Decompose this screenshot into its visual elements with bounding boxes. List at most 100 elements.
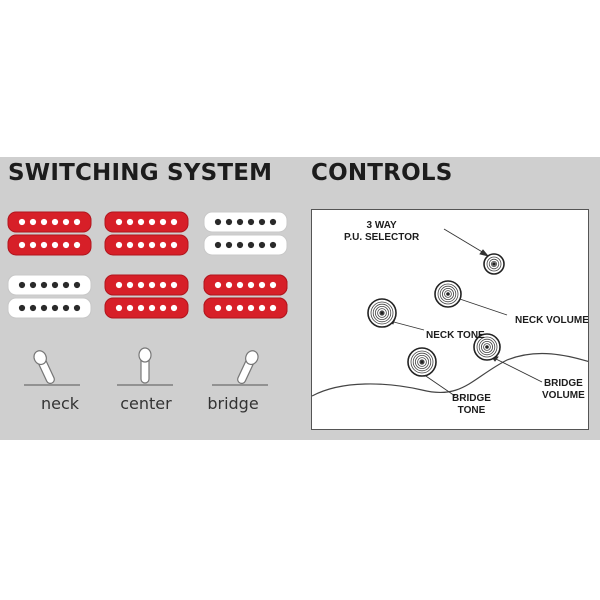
pole-piece xyxy=(137,304,145,312)
bridge-volume-knob xyxy=(473,333,501,361)
pole-piece xyxy=(170,304,178,312)
pole-piece xyxy=(159,304,167,312)
pole-piece xyxy=(258,241,266,249)
pole-piece xyxy=(18,304,26,312)
coil-center-6 xyxy=(104,297,189,319)
pole-piece xyxy=(18,241,26,249)
coil-center-1 xyxy=(104,211,189,233)
control-knobs xyxy=(367,253,505,377)
pole-piece xyxy=(62,281,70,289)
pole-piece xyxy=(115,281,123,289)
guitar-body-outline xyxy=(312,352,588,397)
pole-piece xyxy=(73,241,81,249)
coil-bridge-2 xyxy=(203,234,288,256)
pole-piece xyxy=(170,218,178,226)
bridge-tone-knob xyxy=(407,347,437,377)
pole-piece xyxy=(247,218,255,226)
pole-piece xyxy=(29,241,37,249)
pole-piece xyxy=(247,281,255,289)
bridge-volume-label-line1: BRIDGE xyxy=(543,378,583,389)
pole-piece xyxy=(29,304,37,312)
bridge-tone-label-line2: TONE xyxy=(457,405,486,416)
coil-bridge-1 xyxy=(203,211,288,233)
toggle-switches xyxy=(24,347,268,386)
pole-piece xyxy=(40,218,48,226)
coil-neck-6 xyxy=(7,297,92,319)
pole-piece xyxy=(51,281,59,289)
pole-piece xyxy=(170,241,178,249)
controls-diagram xyxy=(312,228,588,397)
pole-piece xyxy=(225,304,233,312)
pole-piece xyxy=(269,281,277,289)
pole-piece xyxy=(225,281,233,289)
pole-piece xyxy=(126,304,134,312)
pole-piece xyxy=(73,304,81,312)
switching-system-title: SWITCHING SYSTEM xyxy=(8,160,273,186)
pole-piece xyxy=(29,218,37,226)
selector-label-line1: 3 WAY xyxy=(366,220,397,231)
pickup-coils xyxy=(7,211,288,319)
coil-neck-5 xyxy=(7,274,92,296)
pole-piece xyxy=(115,304,123,312)
toggle-switch-bridge xyxy=(212,350,268,386)
pole-piece xyxy=(115,241,123,249)
pole-piece xyxy=(170,281,178,289)
position-label-bridge: bridge xyxy=(207,394,259,413)
pole-piece xyxy=(18,218,26,226)
neck-tone-label: NECK TONE xyxy=(426,330,485,341)
position-label-center: center xyxy=(120,394,172,413)
coil-neck-1 xyxy=(7,211,92,233)
pole-piece xyxy=(236,241,244,249)
pole-piece xyxy=(51,304,59,312)
pole-piece xyxy=(159,218,167,226)
pole-piece xyxy=(51,241,59,249)
neck-tone-knob xyxy=(367,298,397,328)
bridge-volume-label: BRIDGE VOLUME xyxy=(542,378,585,402)
pole-piece xyxy=(29,281,37,289)
pole-piece xyxy=(40,281,48,289)
pole-piece xyxy=(18,281,26,289)
pole-piece xyxy=(148,281,156,289)
pole-piece xyxy=(126,241,134,249)
pickup-grid xyxy=(7,211,288,386)
pole-piece xyxy=(51,218,59,226)
pole-piece xyxy=(115,218,123,226)
pole-piece xyxy=(137,218,145,226)
controls-title: CONTROLS xyxy=(311,160,453,186)
selector-label-line2: P.U. SELECTOR xyxy=(344,232,420,243)
selector-label: 3 WAY P.U. SELECTOR xyxy=(344,220,419,244)
pole-piece xyxy=(236,218,244,226)
bridge-volume-label-line2: VOLUME xyxy=(542,390,585,401)
coil-center-5 xyxy=(104,274,189,296)
pole-piece xyxy=(269,218,277,226)
toggle-switch-center xyxy=(117,347,173,386)
pole-piece xyxy=(258,218,266,226)
pole-piece xyxy=(214,281,222,289)
pole-piece xyxy=(159,241,167,249)
pole-piece xyxy=(269,304,277,312)
neck-tone-callout-line xyxy=(389,320,425,331)
pole-piece xyxy=(269,241,277,249)
selector-callout-line xyxy=(443,228,485,254)
pole-piece xyxy=(258,281,266,289)
pole-piece xyxy=(214,218,222,226)
position-label-neck: neck xyxy=(40,394,80,413)
pole-piece xyxy=(73,281,81,289)
pole-piece xyxy=(214,241,222,249)
pole-piece xyxy=(148,241,156,249)
pole-piece xyxy=(137,241,145,249)
coil-neck-2 xyxy=(7,234,92,256)
coil-bridge-6 xyxy=(203,297,288,319)
neck-volume-knob xyxy=(434,280,462,308)
pole-piece xyxy=(148,304,156,312)
pole-piece xyxy=(40,304,48,312)
pole-piece xyxy=(62,218,70,226)
pole-piece xyxy=(137,281,145,289)
bridge-volume-callout-line xyxy=(493,357,543,383)
pole-piece xyxy=(73,218,81,226)
pole-piece xyxy=(247,304,255,312)
pole-piece xyxy=(225,241,233,249)
pole-piece xyxy=(159,281,167,289)
pole-piece xyxy=(148,218,156,226)
pole-piece xyxy=(62,241,70,249)
